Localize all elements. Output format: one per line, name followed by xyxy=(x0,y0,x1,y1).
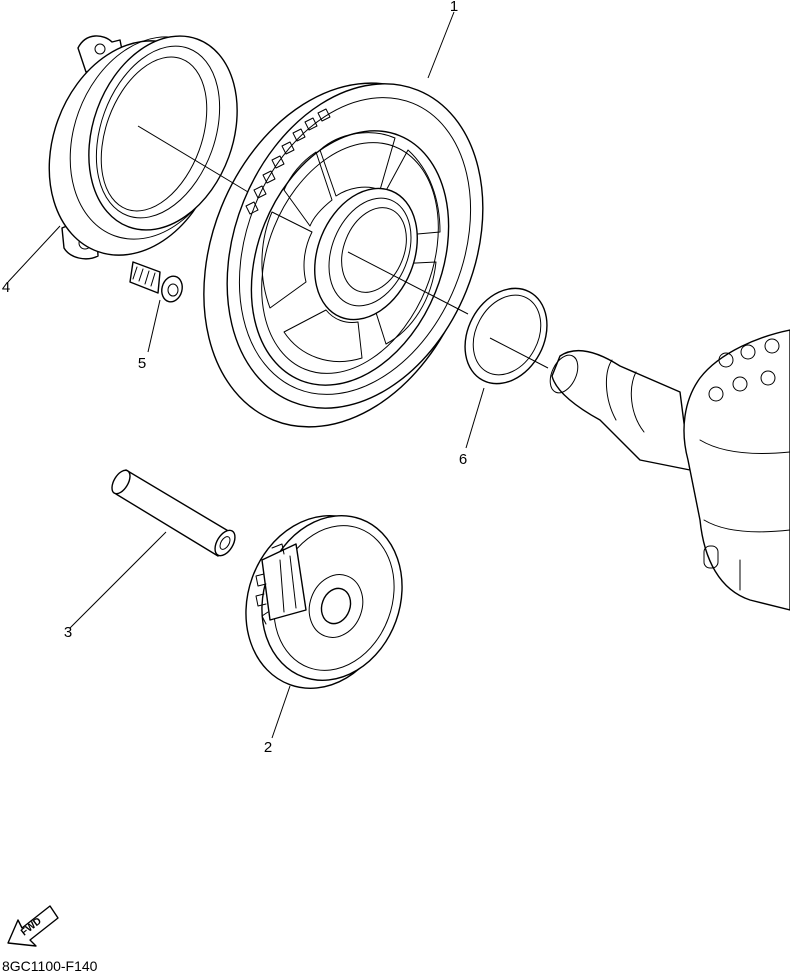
leader-4-axis xyxy=(137,125,249,193)
callout-6: 6 xyxy=(459,451,467,468)
callout-2: 2 xyxy=(264,739,272,756)
crankshaft-partial xyxy=(549,329,790,611)
leader-axis-washer xyxy=(489,337,549,369)
leader-1 xyxy=(427,11,455,79)
part-1-starter-gear xyxy=(203,82,484,428)
small-gear-teeth xyxy=(255,543,307,625)
leader-6 xyxy=(465,387,485,449)
leader-lines xyxy=(7,11,549,739)
part-2-idler-gear xyxy=(245,515,403,689)
leader-5 xyxy=(147,299,161,353)
callout-4: 4 xyxy=(2,279,10,296)
part-5-bolt xyxy=(129,261,183,303)
leader-4 xyxy=(7,225,61,283)
leader-2 xyxy=(271,685,291,739)
callout-3: 3 xyxy=(64,624,72,641)
part-4-cover-ring xyxy=(48,35,238,260)
callout-1: 1 xyxy=(450,0,458,15)
diagram-code: 8GC1100-F140 xyxy=(2,958,98,974)
fwd-arrow-icon: FWD xyxy=(7,905,59,947)
gear-teeth xyxy=(245,108,331,215)
leader-axis-center xyxy=(347,251,469,315)
part-3-shaft xyxy=(111,469,236,557)
callout-5: 5 xyxy=(138,355,146,372)
leader-3 xyxy=(69,531,167,629)
part-6-washer xyxy=(464,287,548,385)
